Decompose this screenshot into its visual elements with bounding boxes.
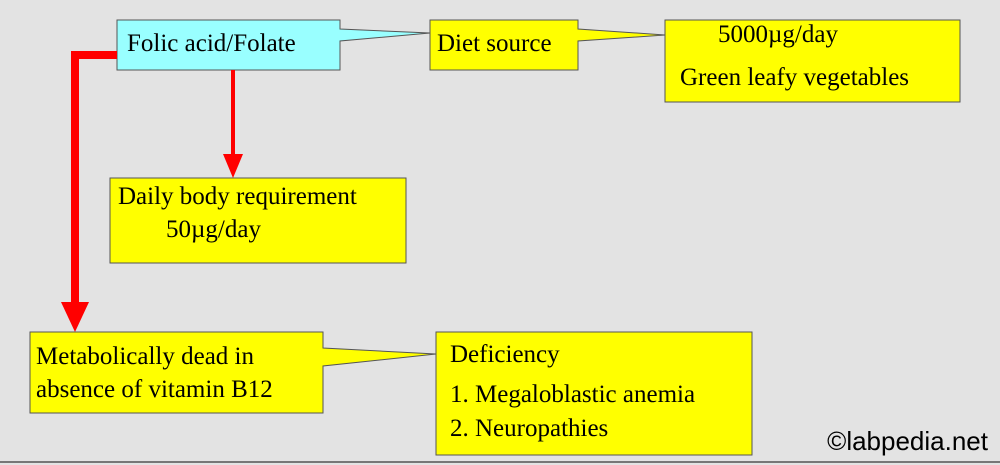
deficiency-title: Deficiency: [450, 341, 560, 368]
folic-callout-box: [116, 19, 431, 71]
diet-amount: 5000µg/day: [718, 21, 838, 48]
deficiency-box: [435, 331, 753, 456]
arrow-to-metabolic: [61, 51, 117, 332]
metabolic-callout-box: [29, 331, 437, 414]
arrow-to-daily: [223, 70, 243, 178]
deficiency-item-1: 1. Megaloblastic anemia: [450, 381, 696, 408]
deficiency-item-2: 2. Neuropathies: [450, 415, 609, 442]
diet-label: Diet source: [437, 30, 552, 57]
watermark: ©labpedia.net: [827, 426, 988, 456]
diet-callout-box: [429, 19, 666, 71]
diet-source-text: Green leafy vegetables: [680, 64, 910, 91]
folic-label: Folic acid/Folate: [127, 30, 296, 57]
diet-detail-box: [664, 19, 961, 103]
daily-amount: 50µg/day: [166, 216, 261, 243]
metabolic-line1: Metabolically dead in: [36, 343, 254, 370]
daily-requirement-box: [109, 177, 407, 264]
daily-title: Daily body requirement: [118, 183, 357, 210]
metabolic-line2: absence of vitamin B12: [36, 376, 273, 403]
